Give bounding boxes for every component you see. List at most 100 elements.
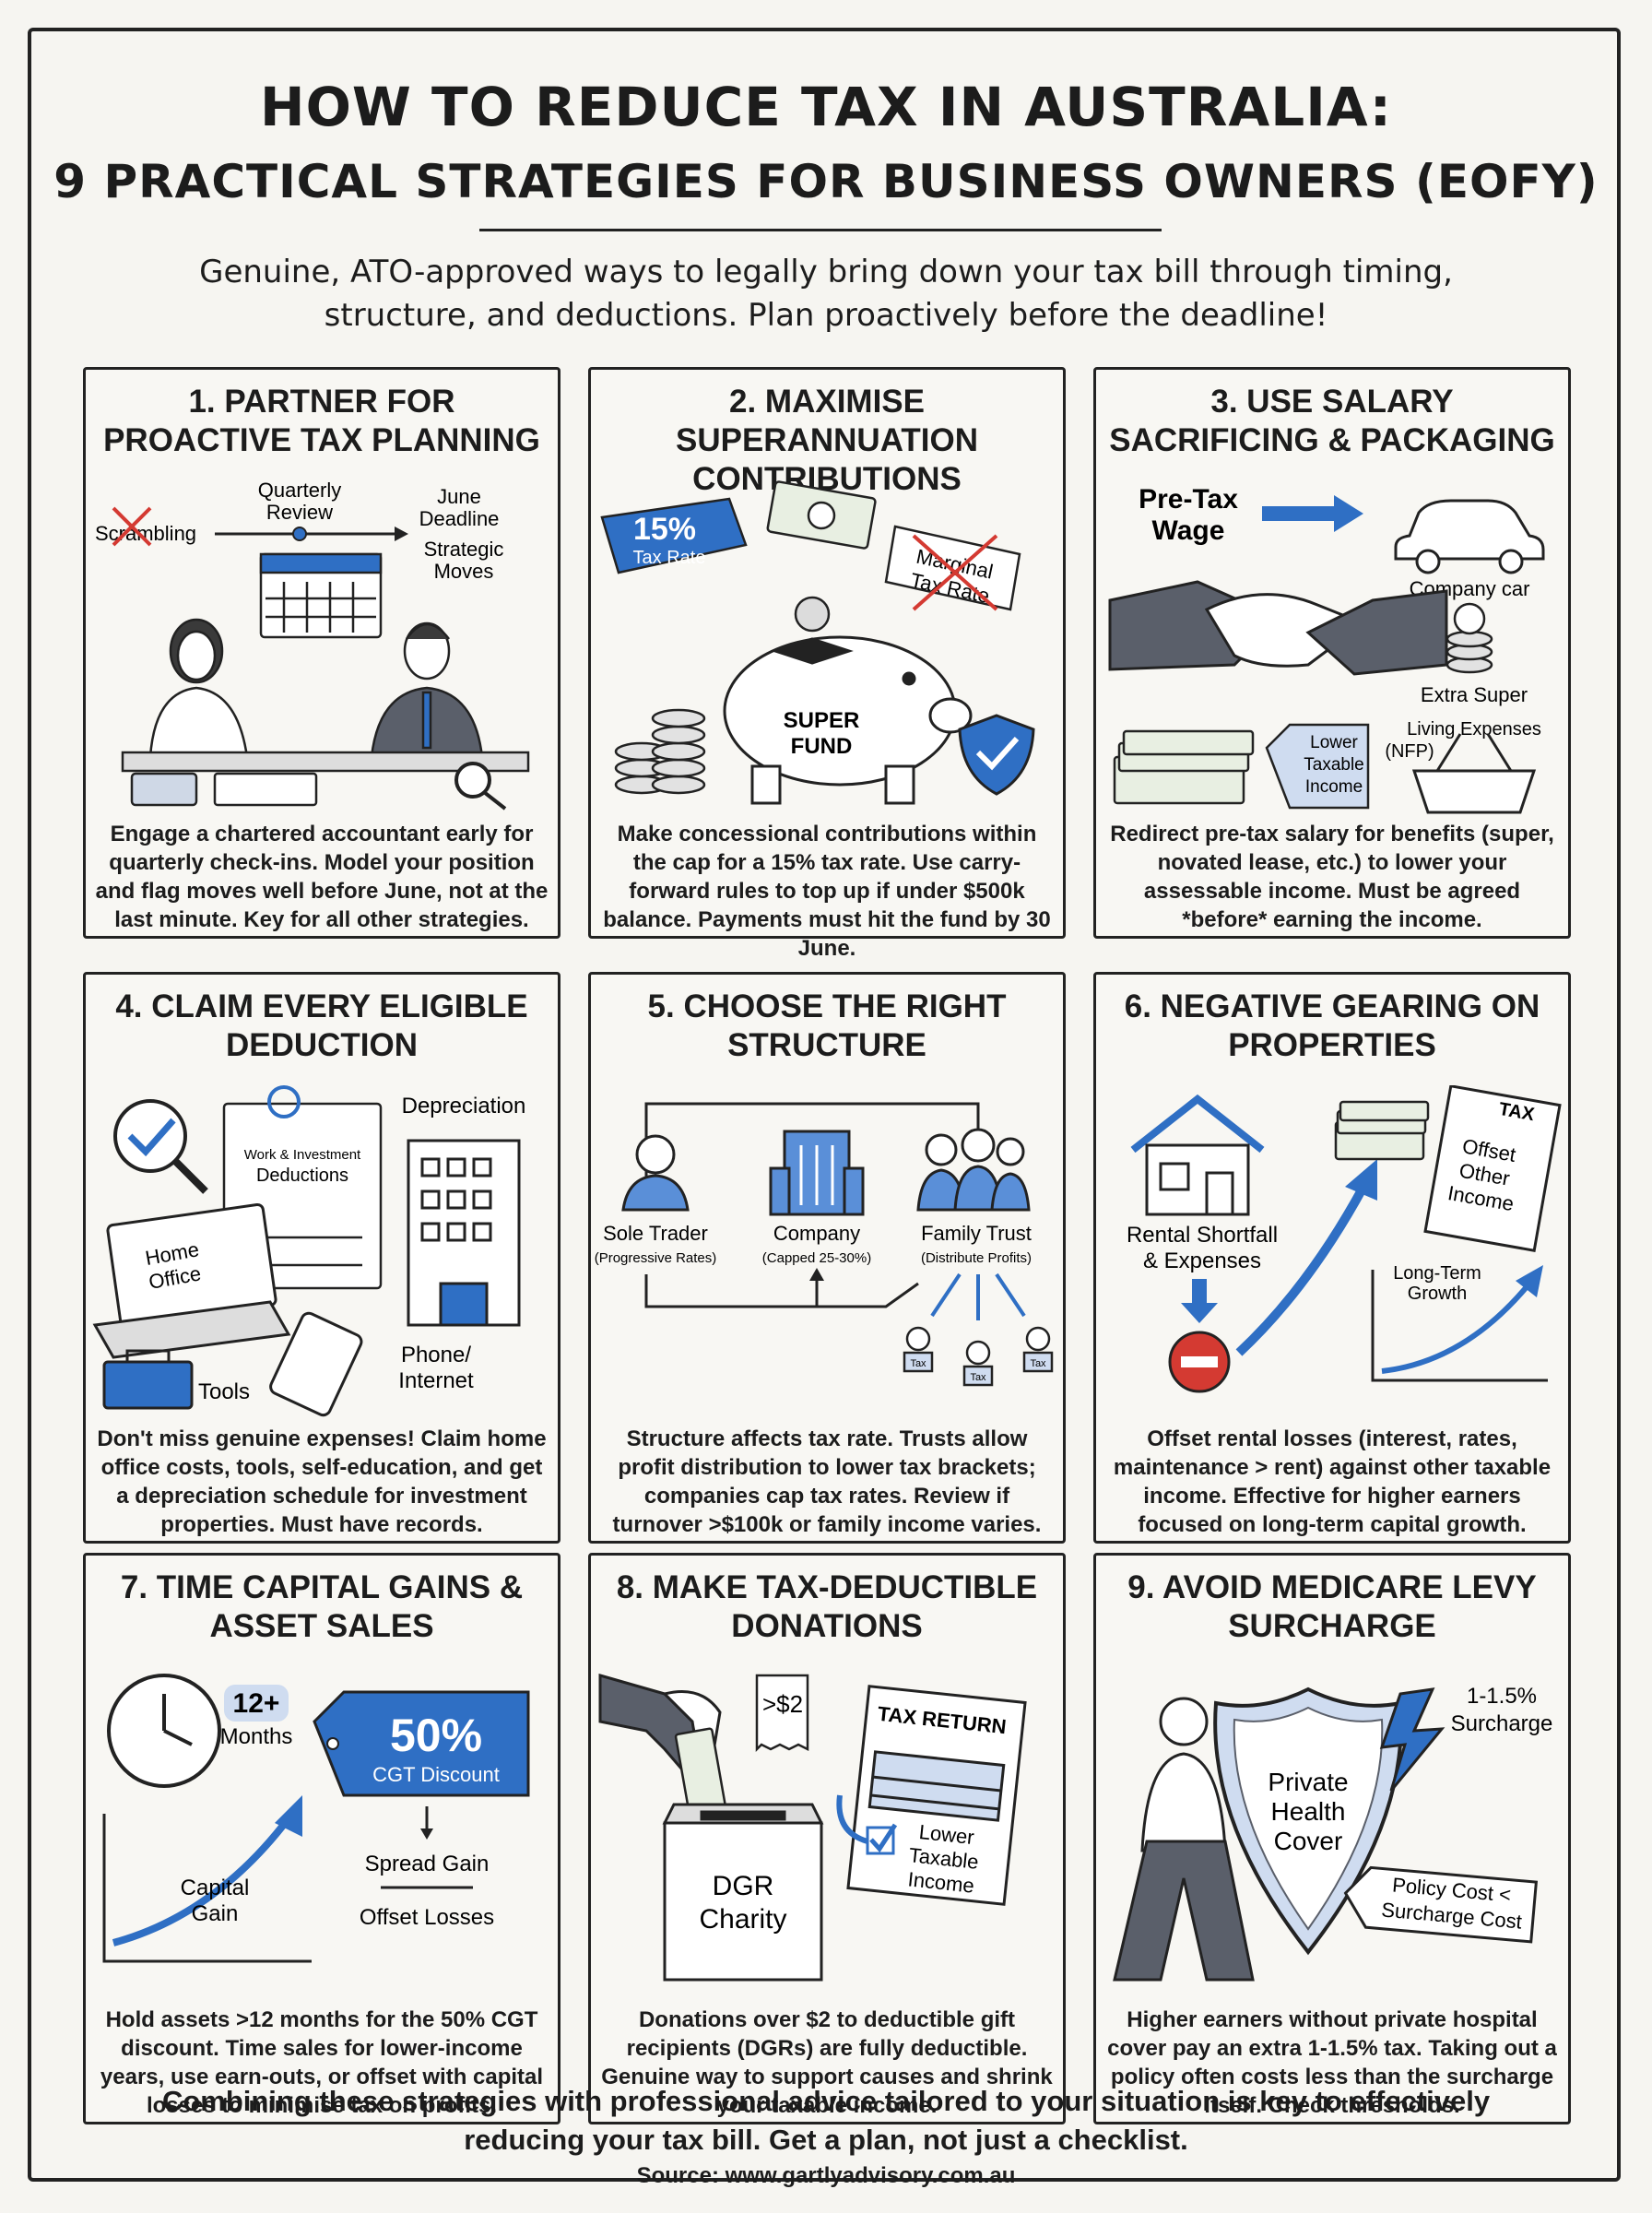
svg-text:(Capped 25-30%): (Capped 25-30%) (762, 1250, 871, 1266)
svg-text:Tax Rate: Tax Rate (633, 548, 706, 568)
svg-text:1-1.5%: 1-1.5% (1467, 1684, 1537, 1709)
svg-text:(Distribute Profits): (Distribute Profits) (921, 1250, 1032, 1266)
receipt-icon (755, 1674, 809, 1753)
panel-1-tax-planning: 1. PARTNER FOR PROACTIVE TAX PLANNING Sc… (83, 367, 560, 939)
man-person-icon (370, 621, 484, 759)
handshake-icon (1108, 580, 1448, 676)
cross-out-icon (112, 506, 152, 547)
house-icon (1130, 1094, 1265, 1216)
keyboard-icon (213, 772, 318, 807)
clock-icon (107, 1674, 221, 1788)
svg-text:Review: Review (266, 501, 333, 524)
svg-text:Tax: Tax (970, 1372, 986, 1383)
salary-illustration: Pre-Tax Wage Company car Extra Super Liv… (1108, 484, 1545, 814)
svg-text:Sole Trader: Sole Trader (603, 1222, 708, 1245)
marginal-tag-icon: Marginal Tax Rate (884, 525, 1021, 611)
cash-stack-icon (1334, 1100, 1430, 1161)
svg-text:Wage: Wage (1152, 515, 1225, 546)
gain-chart-icon (102, 1814, 312, 1963)
svg-text:Work & Investment: Work & Investment (244, 1147, 361, 1163)
structure-illustration: Sole Trader (Progressive Rates) Company … (595, 1102, 1054, 1387)
magnifier-icon (454, 762, 507, 811)
footer-summary: Combining these strategies with professi… (161, 2085, 1491, 2156)
phone-icon (269, 1311, 363, 1417)
cash-icon (766, 480, 877, 550)
panel-9-medicare-levy: 9. AVOID MEDICARE LEVY SURCHARGE Private… (1093, 1553, 1571, 2124)
cgt-illustration: 12+ Months 50% CGT Discount Capital Gain… (102, 1674, 530, 1963)
donation-box-icon (662, 1803, 824, 1982)
svg-text:Tools: Tools (198, 1379, 250, 1404)
panel-title: 5. CHOOSE THE RIGHT STRUCTURE (647, 988, 1007, 1063)
svg-text:& Expenses: & Expenses (1143, 1249, 1261, 1273)
panel-description: Higher earners without private hospital … (1107, 2007, 1557, 2118)
panel-8-donations: 8. MAKE TAX-DEDUCTIBLE DONATIONS >$2 TAX… (588, 1553, 1066, 2124)
svg-text:Living Expenses: Living Expenses (1407, 719, 1541, 740)
piggy-bank-icon (723, 635, 973, 805)
tax-document-icon (1423, 1085, 1562, 1252)
svg-text:12+: 12+ (233, 1688, 280, 1719)
desk (121, 751, 530, 773)
arrow-to-form (836, 1794, 868, 1844)
lightning-icon (1379, 1687, 1446, 1792)
svg-text:Months: Months (220, 1724, 293, 1749)
source-link[interactable]: Source: www.gartlyadvisory.com.au (636, 2163, 1016, 2188)
svg-text:Deadline: Deadline (419, 507, 500, 530)
svg-text:SUPER: SUPER (784, 708, 860, 733)
cash-stack-icon (1113, 729, 1255, 805)
panel-4-deductions: 4. CLAIM EVERY ELIGIBLE DEDUCTION Work &… (83, 972, 560, 1544)
svg-text:Cover: Cover (1274, 1827, 1343, 1855)
svg-text:Lower: Lower (918, 1820, 975, 1849)
planning-illustration: Scrambling Quarterly Review June Deadlin… (95, 480, 530, 811)
gearing-illustration: Rental Shortfall & Expenses TAX Offset O… (1127, 1085, 1562, 1393)
svg-text:(NFP): (NFP) (1385, 741, 1434, 762)
svg-text:Quarterly: Quarterly (258, 480, 341, 502)
svg-text:Surcharge: Surcharge (1451, 1711, 1553, 1736)
panel-description: Donations over $2 to deductible gift rec… (601, 2007, 1053, 2118)
svg-text:Tax: Tax (1030, 1358, 1046, 1369)
intro-text: Genuine, ATO-approved ways to legally br… (199, 254, 1453, 334)
medicare-illustration: Private Health Cover 1-1.5% Surcharge Po… (1113, 1684, 1553, 1982)
svg-text:CGT Discount: CGT Discount (372, 1763, 500, 1786)
panel-2-superannuation: 2. MAXIMISE SUPERANNUATION CONTRIBUTIONS… (588, 367, 1066, 961)
panel-description: Redirect pre-tax salary for benefits (su… (1110, 822, 1554, 932)
svg-text:Capital: Capital (181, 1876, 250, 1900)
svg-text:Phone/: Phone/ (401, 1343, 471, 1367)
svg-text:Gain: Gain (192, 1901, 239, 1926)
svg-text:Growth: Growth (1408, 1284, 1467, 1304)
svg-text:Company: Company (773, 1222, 860, 1245)
family-icon (916, 1128, 1031, 1212)
coin-icon (794, 596, 831, 633)
svg-text:Depreciation: Depreciation (402, 1094, 526, 1118)
title-divider (479, 229, 1162, 231)
svg-text:>$2: >$2 (762, 1690, 803, 1718)
svg-text:Offset Losses: Offset Losses (360, 1905, 494, 1930)
months-badge (224, 1685, 289, 1722)
panel-title: 1. PARTNER FOR PROACTIVE TAX PLANNING (103, 384, 540, 458)
poster-frame (28, 28, 1621, 2182)
svg-text:DGR: DGR (713, 1871, 774, 1901)
coin-stack-icon (1446, 602, 1493, 674)
arrow-down-icon (1181, 1279, 1218, 1323)
tag-icon: 15% Tax Rate (600, 497, 748, 574)
panel-description: Hold assets >12 months for the 50% CGT d… (100, 2007, 544, 2118)
calculator-icon (130, 772, 198, 807)
svg-text:Tax: Tax (910, 1358, 926, 1369)
svg-text:Income: Income (1305, 777, 1363, 797)
beneficiary-icons (903, 1326, 1054, 1387)
distribution-arrows (930, 1272, 1026, 1320)
discount-tag-icon: 50% CGT Discount (313, 1690, 530, 1797)
svg-text:Strategic: Strategic (424, 538, 504, 561)
svg-text:50%: 50% (390, 1710, 482, 1761)
panel-title: 7. TIME CAPITAL GAINS & ASSET SALES (120, 1569, 524, 1644)
svg-text:Lower: Lower (1310, 733, 1358, 752)
panel-title: 8. MAKE TAX-DEDUCTIBLE DONATIONS (616, 1569, 1038, 1644)
panel-description: Engage a chartered accountant early for … (95, 822, 549, 932)
panel-title: 4. CLAIM EVERY ELIGIBLE DEDUCTION (115, 988, 528, 1063)
panel-title: 9. AVOID MEDICARE LEVY SURCHARGE (1127, 1569, 1537, 1644)
svg-text:Moves: Moves (434, 560, 494, 583)
svg-text:Extra Super: Extra Super (1421, 683, 1528, 706)
office-building-icon (769, 1130, 865, 1216)
calendar-icon (259, 552, 383, 639)
panel-description: Don't miss genuine expenses! Claim home … (97, 1426, 547, 1537)
toolbox-icon (102, 1349, 194, 1410)
